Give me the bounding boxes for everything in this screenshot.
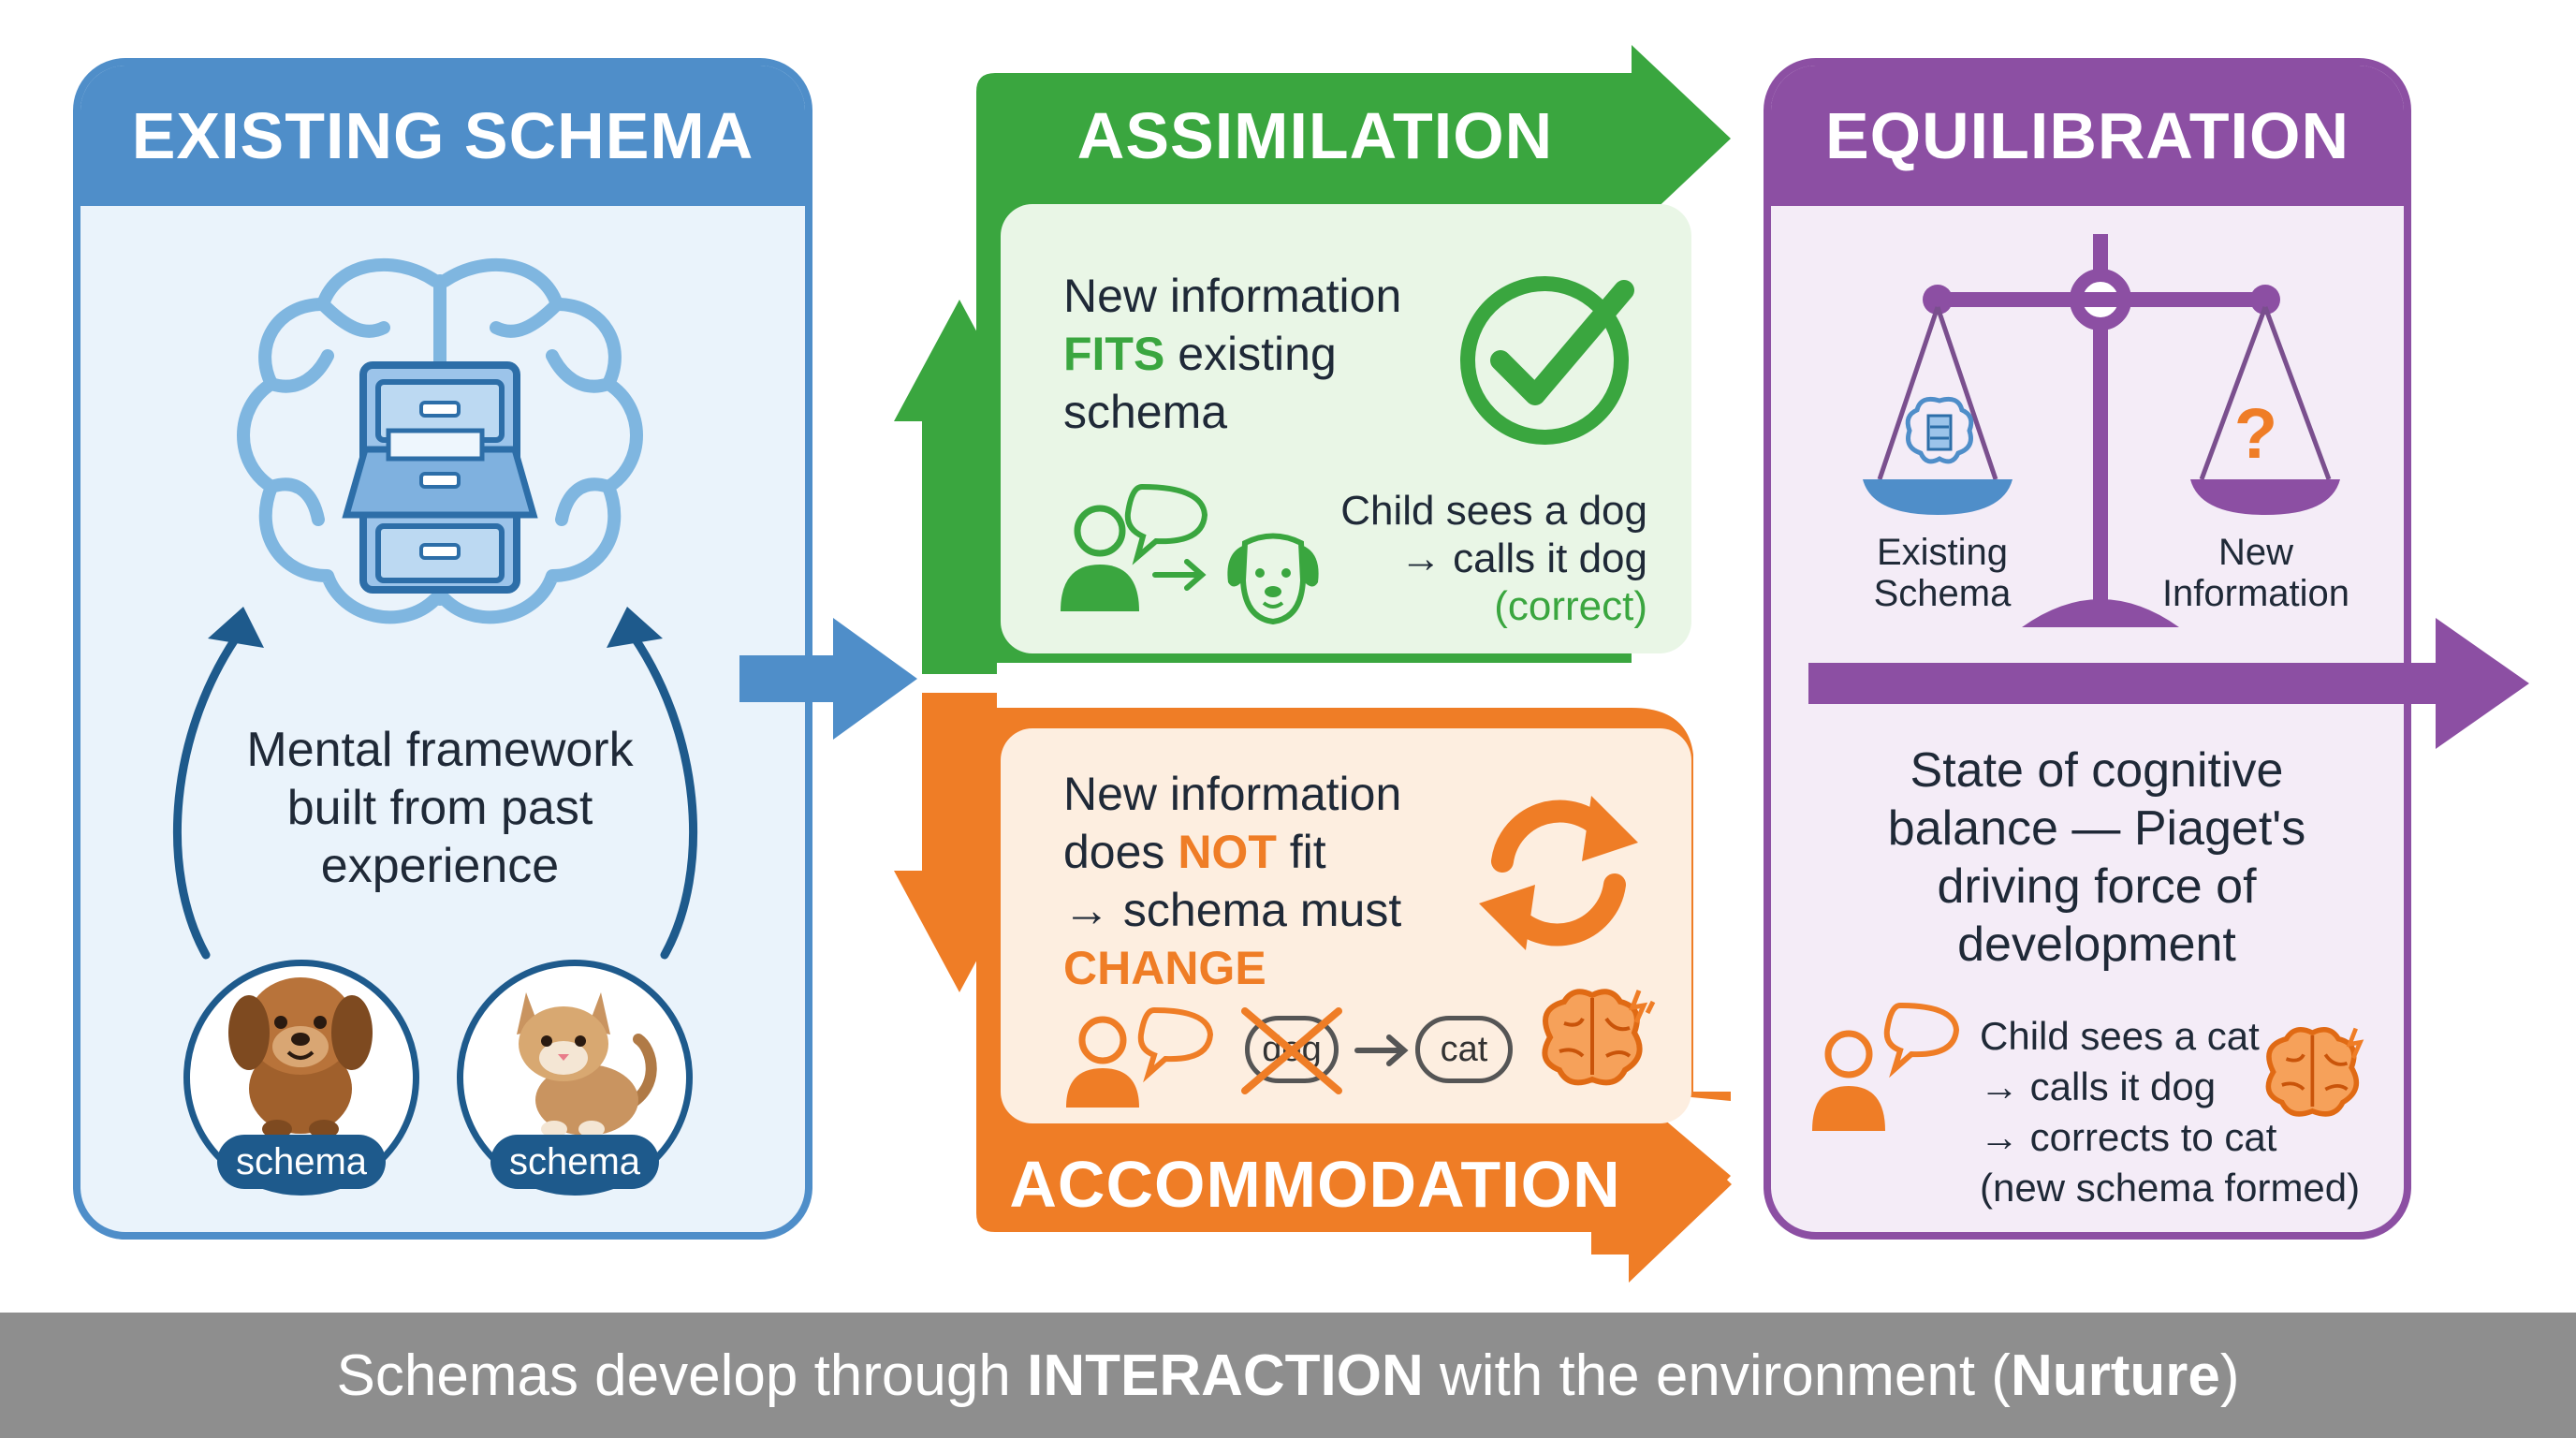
new-information-pan-label: New Information (2161, 532, 2350, 614)
schema-badge-dog: schema (217, 1135, 386, 1189)
existing-schema-description: Mental framework built from past experie… (246, 723, 634, 893)
schema-feedback-arrows (172, 607, 698, 960)
equilibration-example: Child sees a cat → calls it dog → correc… (1980, 1014, 2361, 1210)
schema-badge-cat: schema (490, 1135, 659, 1189)
change-word: CHANGE (1063, 942, 1266, 994)
equilibration-arrow (1808, 618, 2529, 749)
brain-spark-icon (1542, 989, 1656, 1086)
brain-file-cabinet-icon (237, 257, 643, 624)
brain-spark-icon-2 (2265, 1027, 2364, 1117)
existing-schema-header: EXISTING SCHEMA (80, 66, 805, 206)
checkmark-icon (1460, 276, 1634, 445)
assimilation-example: Child sees a dog → calls it dog (correct… (1340, 488, 1647, 629)
assimilation-description: New information FITS existing schema (1063, 270, 1402, 438)
accommodation-title: ACCOMMODATION (1009, 1148, 1621, 1221)
child-speaking-icon-2 (1066, 1006, 1214, 1108)
equilibration-title: EQUILIBRATION (1824, 99, 2349, 172)
right-arrow-icon-2 (1354, 1034, 1409, 1066)
cross-out-icon (1241, 1007, 1342, 1094)
accommodation-description: New information does NOT fit → schema mu… (1063, 765, 1494, 997)
mini-brain-icon (1905, 396, 1974, 464)
existing-schema-title: EXISTING SCHEMA (131, 99, 754, 172)
existing-schema-pan-label: Existing Schema (1873, 532, 2012, 614)
to-process-arrow (739, 618, 917, 740)
accommodation-tail-arrow (1591, 1086, 1732, 1283)
assimilation-title: ASSIMILATION (1076, 99, 1554, 172)
balance-scale-icon (1863, 234, 2340, 627)
nurture-word: Nurture (2010, 1343, 2220, 1408)
not-word: NOT (1178, 826, 1277, 878)
new-word-bubble: cat (1415, 1016, 1513, 1083)
right-arrow-icon (1152, 559, 1207, 591)
footer-caption: Schemas develop through INTERACTION with… (0, 1313, 2576, 1438)
dog-icon (228, 977, 373, 1138)
child-speaking-icon (1061, 483, 1208, 611)
cat-icon (517, 992, 657, 1137)
fits-word: FITS (1063, 328, 1165, 380)
interaction-word: INTERACTION (1027, 1343, 1424, 1408)
refresh-cycle-icon (1479, 796, 1638, 950)
question-mark-icon: ? (2233, 394, 2278, 474)
dog-outline-icon (1227, 533, 1319, 625)
child-speaking-icon-3 (1812, 1002, 1960, 1131)
equilibration-description: State of cognitive balance — Piaget's dr… (1887, 743, 2306, 972)
equilibration-header: EQUILIBRATION (1771, 66, 2404, 206)
